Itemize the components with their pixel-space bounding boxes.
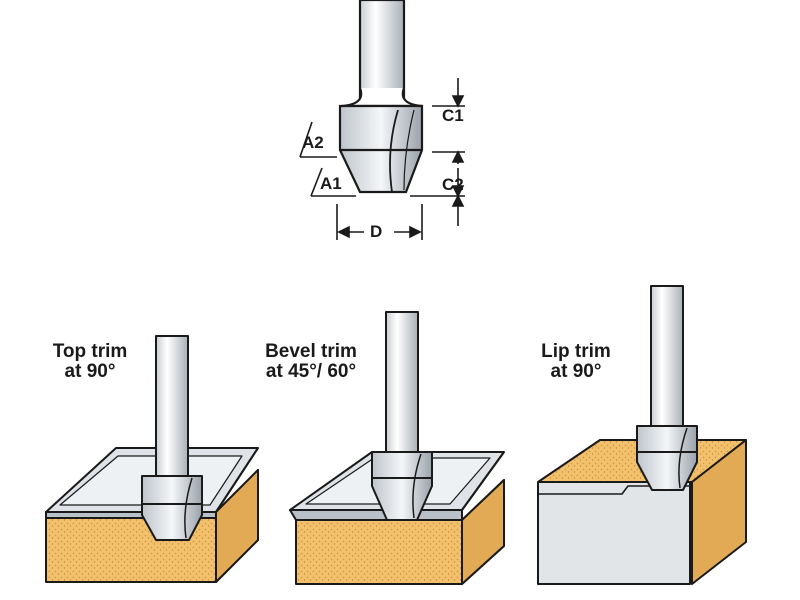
dimensioned-bit-icon (338, 0, 424, 194)
router-bit-icon (371, 311, 433, 521)
caption-bevel-trim: Bevel trim at 45°/ 60° (246, 342, 376, 382)
caption-line-2: at 90° (64, 360, 116, 382)
lip-trim-panel (537, 285, 747, 585)
dimension-label-a1: A1 (320, 174, 342, 193)
dimension-label-a2: A2 (302, 133, 324, 152)
dimension-label-c2: C2 (442, 175, 464, 194)
dimension-lines (299, 78, 465, 240)
router-bit-icon (636, 285, 698, 491)
caption-line-2: at 90° (550, 360, 602, 382)
dimension-label-c1: C1 (442, 106, 464, 125)
bevel-trim-panel (289, 311, 505, 585)
caption-line-2: at 45°/ 60° (265, 360, 357, 382)
caption-line-1: Top trim (52, 341, 128, 362)
caption-top-trim: Top trim at 90° (34, 342, 146, 382)
router-bit-icon (141, 335, 203, 541)
top-trim-panel (45, 335, 259, 583)
caption-lip-trim: Lip trim at 90° (520, 342, 632, 382)
caption-line-1: Lip trim (541, 341, 611, 362)
workpiece-icon (537, 439, 747, 585)
dimension-label-d: D (370, 222, 383, 241)
caption-line-1: Bevel trim (265, 341, 357, 362)
